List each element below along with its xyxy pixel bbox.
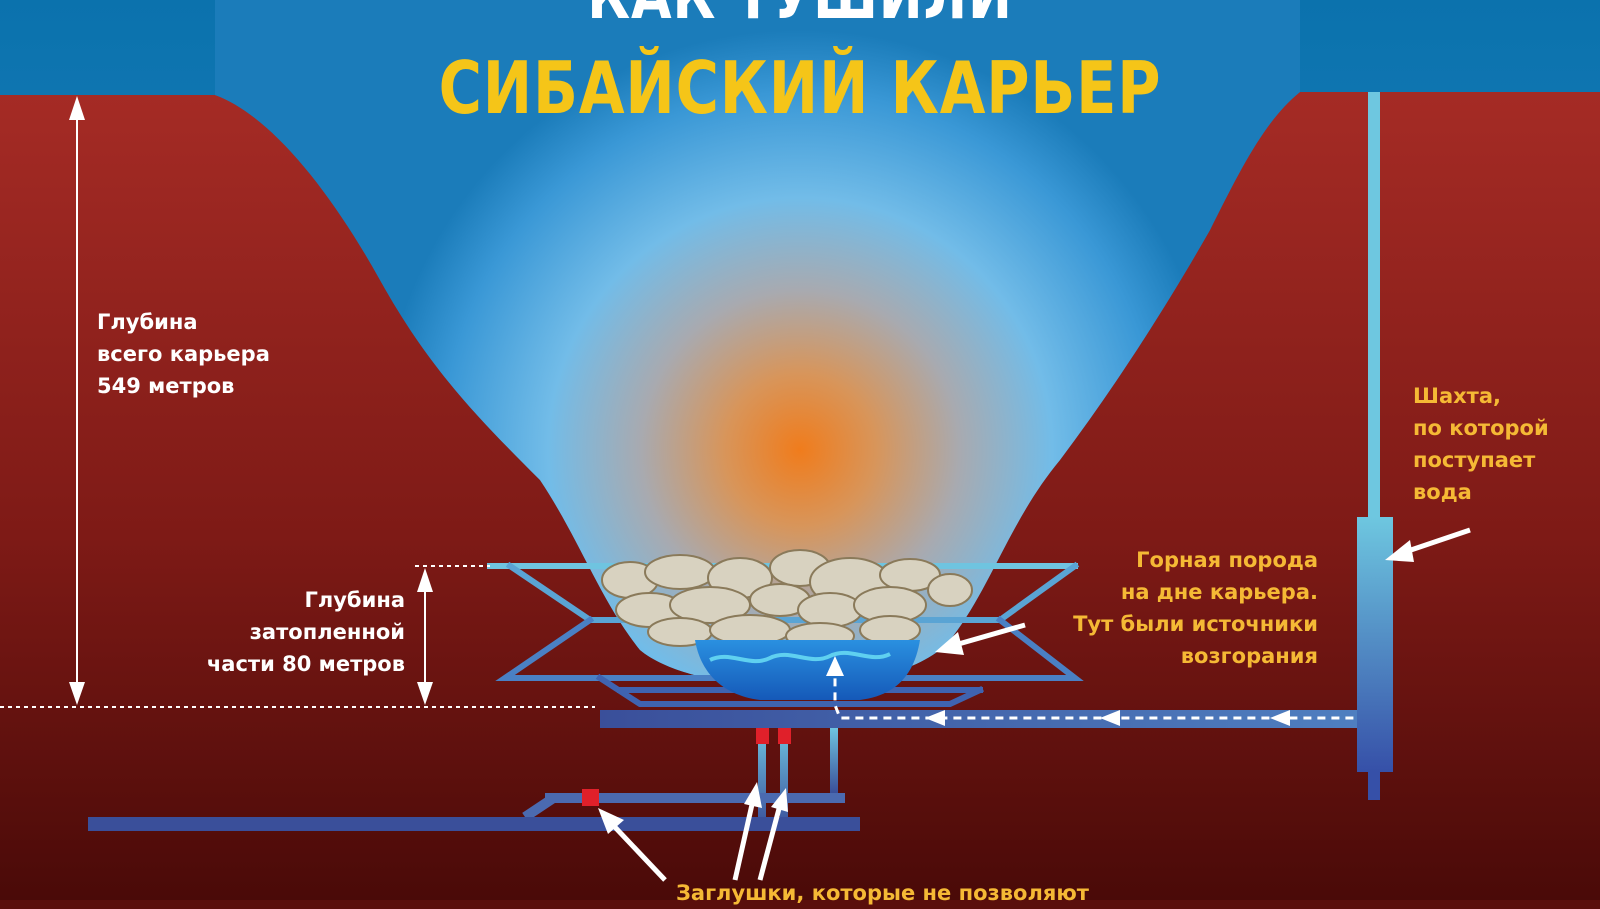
arrow-to-plug-1 — [732, 799, 756, 881]
arrow-to-rock-head — [935, 632, 964, 655]
plug-2 — [778, 728, 791, 744]
title-line-1: КАК ТУШИЛИ — [144, 0, 1456, 34]
plugs-line-1: Заглушки, которые не позволяют — [676, 881, 1089, 905]
arrow-to-rock — [954, 622, 1026, 648]
title-line-2: СИБАЙСКИЙ КАРЬЕР — [438, 46, 1162, 130]
total-depth-line-3: 549 метров — [97, 374, 235, 398]
shaft-pipe-bottom — [1368, 772, 1380, 800]
rock-pile — [601, 549, 973, 650]
plug-3 — [582, 789, 599, 806]
total-depth-marker — [69, 96, 85, 705]
rock-line-4: возгорания — [1180, 644, 1318, 668]
total-depth-label: Глубина всего карьера 549 метров — [97, 306, 270, 402]
arrow-to-plug-2 — [757, 804, 783, 881]
shaft-line-3: поступает — [1413, 448, 1536, 472]
pipe-network-lower — [88, 728, 860, 831]
flooded-depth-line-1: Глубина — [304, 588, 405, 612]
plug-1 — [756, 728, 769, 744]
flooded-depth-marker — [417, 568, 433, 705]
shaft-line-4: вода — [1413, 480, 1472, 504]
shaft-line-2: по которой — [1413, 416, 1549, 440]
arrow-to-shaft-head — [1385, 540, 1414, 562]
flooded-depth-label: Глубина затопленной части 80 метров — [150, 584, 405, 680]
shaft-label: Шахта, по которой поступает вода — [1413, 380, 1549, 508]
rock-line-1: Горная порода — [1136, 548, 1318, 572]
flooded-depth-line-2: затопленной — [249, 620, 405, 644]
shaft — [1357, 517, 1393, 772]
main-feed-pipe — [600, 710, 1360, 728]
arrow-to-shaft — [1404, 527, 1471, 555]
shaft-pipe-top — [1368, 92, 1380, 522]
total-depth-line-2: всего карьера — [97, 342, 270, 366]
earth-cross-section — [0, 92, 1600, 900]
rock-line-3: Тут были источники — [1073, 612, 1318, 636]
pointer-arrows — [598, 527, 1471, 882]
plugs-label: Заглушки, которые не позволяют — [676, 877, 1089, 909]
shaft-line-1: Шахта, — [1413, 384, 1501, 408]
rock-line-2: на дне карьера. — [1120, 580, 1318, 604]
flooded-depth-line-3: части 80 метров — [206, 652, 405, 676]
rock-label: Горная порода на дне карьера. Тут были и… — [1000, 544, 1318, 672]
total-depth-line-1: Глубина — [97, 310, 198, 334]
water-waves — [709, 650, 891, 664]
red-plugs — [582, 728, 791, 806]
arrow-to-plug-3 — [610, 822, 667, 882]
